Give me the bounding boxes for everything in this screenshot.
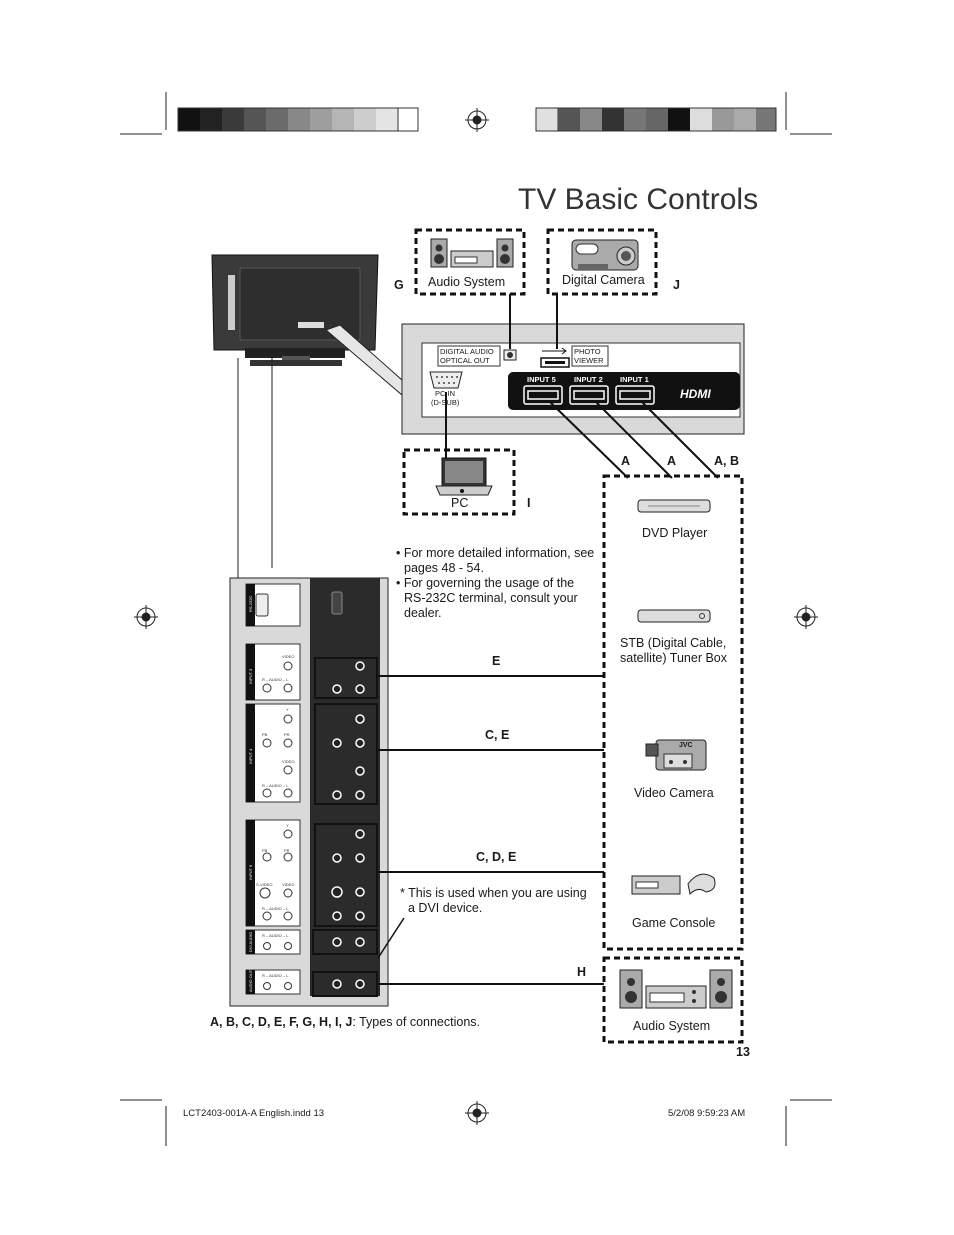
- digital-camera-icon: [571, 239, 639, 271]
- hdmi-letter-3: A, B: [714, 454, 739, 468]
- input1-label: INPUT 1: [620, 375, 649, 384]
- dvd-player-icon: [637, 499, 711, 513]
- input5-label: INPUT 5: [527, 375, 556, 384]
- input3-label: INPUT 3: [248, 668, 253, 684]
- letter-g: G: [394, 278, 404, 292]
- pc-in-label: PC IN: [435, 389, 456, 398]
- audio-out-label: AUDIO OUT: [248, 969, 253, 992]
- letter-i: I: [527, 496, 531, 510]
- game-console-label: Game Console: [632, 916, 716, 930]
- note-2-line2: RS-232C terminal, consult your: [404, 591, 578, 605]
- hdmi-port-icon: [523, 385, 655, 405]
- stb-tuner-icon: [637, 609, 711, 623]
- video-label-4: VIDEO: [282, 759, 295, 764]
- letter-e: E: [492, 654, 501, 668]
- audio-label-6: R – AUDIO – L: [262, 906, 289, 911]
- video-camera-icon: [645, 739, 707, 771]
- video-camera-label: Video Camera: [634, 786, 714, 800]
- stb-label-line1: STB (Digital Cable,: [620, 636, 727, 650]
- input6-label: INPUT 6: [248, 864, 253, 880]
- video-label-3: VIDEO: [282, 654, 295, 659]
- laptop-icon: [435, 457, 493, 496]
- digital-camera-label: Digital Camera: [562, 273, 645, 287]
- footer-file: LCT2403-001A-A English.indd 13: [183, 1108, 325, 1119]
- stb-label-line2: satellite) Tuner Box: [620, 651, 727, 665]
- note-2-line1: • For governing the usage of the: [396, 576, 575, 590]
- connection-legend: A, B, C, D, E, F, G, H, I, J: Types of c…: [210, 1015, 480, 1029]
- jvc-logo: JVC: [679, 742, 693, 749]
- audio-label-dvi: R – AUDIO – L: [262, 933, 289, 938]
- legend-letters: A, B, C, D, E, F, G, H, I, J: [210, 1015, 353, 1029]
- pb-label-4: PB: [262, 732, 268, 737]
- y-label-6: Y: [286, 823, 289, 828]
- footer-date: 5/2/08 9:59:23 AM: [668, 1108, 746, 1119]
- letter-j: J: [673, 278, 680, 292]
- audio-system-icon: [430, 238, 514, 268]
- audio-label-3: R – AUDIO – L: [262, 677, 289, 682]
- dsub-port-icon: [429, 371, 463, 389]
- note-1: • For more detailed information, see pag…: [396, 546, 594, 621]
- page-title: TV Basic Controls: [518, 183, 759, 216]
- note-2-line3: dealer.: [404, 606, 442, 620]
- video-label-6: VIDEO: [282, 882, 295, 887]
- d-sub-label: (D-SUB): [431, 398, 460, 407]
- legend-text: : Types of connections.: [352, 1015, 481, 1029]
- rs232c-label: RS-232C: [248, 595, 253, 612]
- input4-label: INPUT 4: [248, 748, 253, 764]
- side-jack-icon: [331, 661, 365, 989]
- pb-label-6: PB: [262, 848, 268, 853]
- color-bar-right: [535, 107, 777, 132]
- optical-port-icon: [503, 349, 517, 361]
- pr-label-4: PR: [284, 732, 290, 737]
- digital-audio-label: DIGITAL AUDIO: [440, 347, 494, 356]
- rca-jack-icon: [259, 661, 293, 990]
- game-console-icon: [631, 873, 716, 896]
- letter-ce: C, E: [485, 728, 510, 742]
- note-1-line2: pages 48 - 54.: [404, 561, 484, 575]
- letter-cde: C, D, E: [476, 850, 517, 864]
- audio-system-right-icon: [619, 969, 733, 1009]
- photo-label: PHOTO: [574, 347, 601, 356]
- note-1-line1: • For more detailed information, see: [396, 546, 595, 560]
- input2-label: INPUT 2: [574, 375, 603, 384]
- audio-system-right-label: Audio System: [633, 1019, 711, 1033]
- audio-label-4: R – AUDIO – L: [262, 783, 289, 788]
- hdmi-letter-2: A: [667, 454, 677, 468]
- hdmi-letter-1: A: [621, 454, 631, 468]
- dvi-note-line1: * This is used when you are using: [400, 886, 587, 900]
- audio-system-label: Audio System: [428, 275, 506, 289]
- dvi-note-line2: a DVI device.: [408, 901, 483, 915]
- dvd-player-label: DVD Player: [642, 526, 708, 540]
- color-bar-left: [177, 107, 419, 132]
- pr-label-6: PR: [284, 848, 290, 853]
- registration-target-icon: [134, 108, 818, 1125]
- y-label-4: Y: [286, 707, 289, 712]
- s-video-label: S-VIDEO: [256, 882, 273, 887]
- pc-label: PC: [451, 496, 469, 510]
- page-number: 13: [736, 1045, 750, 1059]
- optical-out-label: OPTICAL OUT: [440, 356, 490, 365]
- usb-port-icon: [540, 347, 570, 368]
- letter-h: H: [577, 965, 587, 979]
- hdmi-logo: HDMI: [680, 387, 711, 401]
- dvi-audio-label: DVI AUDIO: [248, 931, 253, 952]
- audio-label-out: R – AUDIO – L: [262, 973, 289, 978]
- dvi-note: * This is used when you are using a DVI …: [400, 886, 587, 916]
- viewer-label: VIEWER: [574, 356, 604, 365]
